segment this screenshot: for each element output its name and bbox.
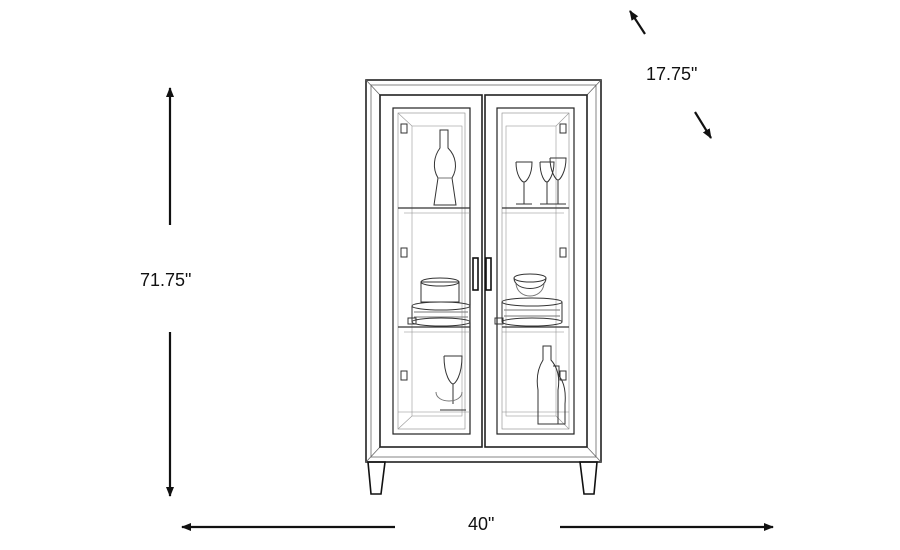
cabinet-illustration [365, 79, 602, 495]
depth-dimension-arrow [629, 10, 712, 139]
cabinet-legs [367, 461, 598, 495]
door-handles [472, 257, 492, 291]
width-label: 40" [468, 514, 495, 534]
depth-label: 17.75" [646, 64, 698, 84]
height-label: 71.75" [140, 270, 192, 290]
